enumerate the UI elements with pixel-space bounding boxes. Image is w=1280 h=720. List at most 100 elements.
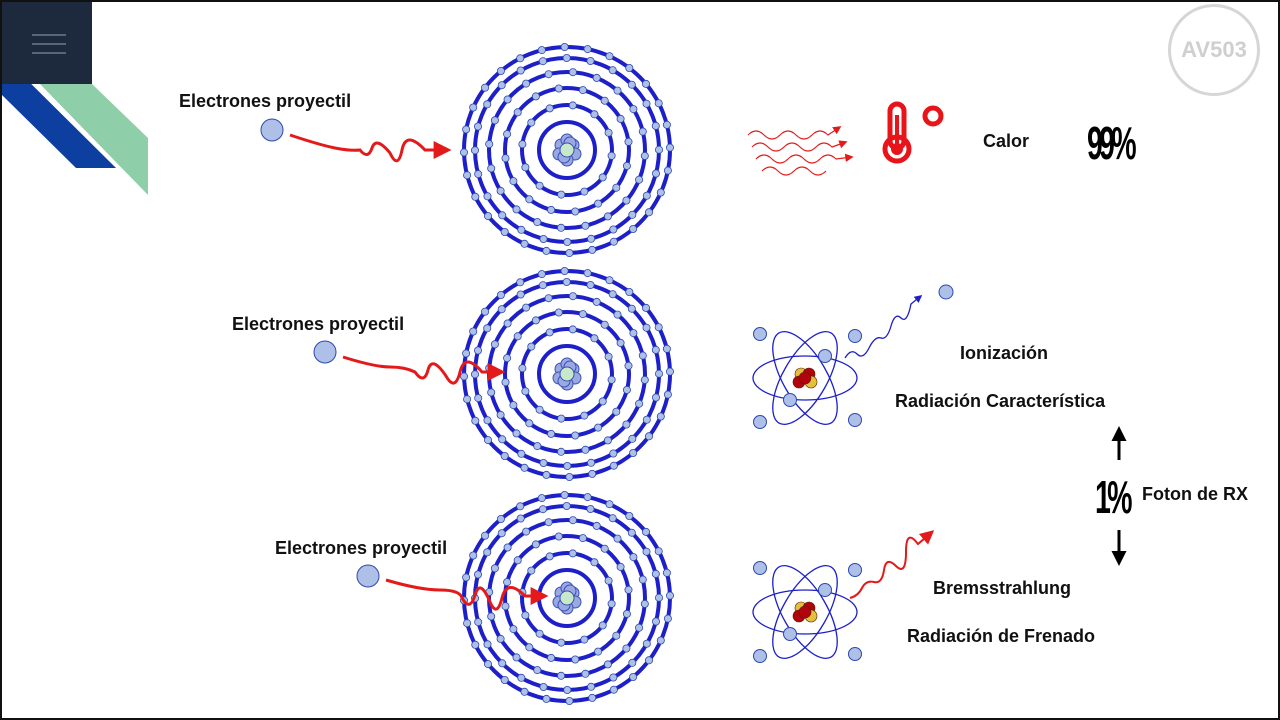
electron bbox=[516, 54, 525, 63]
electron bbox=[640, 151, 649, 160]
electron bbox=[622, 385, 631, 394]
electron bbox=[568, 549, 577, 558]
electron bbox=[483, 212, 492, 221]
electron bbox=[527, 118, 536, 127]
electron-icon bbox=[818, 583, 832, 597]
xray-photon-label: Foton de RX bbox=[1142, 484, 1248, 504]
electron bbox=[513, 332, 522, 341]
electron bbox=[496, 186, 505, 195]
electron bbox=[640, 375, 649, 384]
electron bbox=[557, 190, 566, 199]
electron bbox=[520, 463, 529, 472]
incoming-arrow-1 bbox=[289, 133, 452, 163]
electron bbox=[662, 568, 671, 577]
electron bbox=[622, 420, 631, 429]
characteristic-radiation-label: Radiación Característica bbox=[895, 391, 1106, 411]
electron bbox=[622, 196, 631, 205]
electron bbox=[580, 635, 589, 644]
electron bbox=[490, 340, 499, 349]
electron bbox=[613, 310, 622, 319]
electron bbox=[663, 166, 672, 175]
electron bbox=[652, 617, 661, 626]
electron bbox=[470, 146, 479, 155]
electron bbox=[490, 116, 499, 125]
menu-icon-bar bbox=[32, 52, 66, 54]
electron bbox=[544, 294, 553, 303]
electron bbox=[612, 407, 621, 416]
electron bbox=[498, 435, 507, 444]
teal-band bbox=[40, 84, 148, 195]
bohr-atom-2 bbox=[459, 266, 675, 481]
electron bbox=[581, 669, 590, 678]
electron bbox=[474, 394, 483, 403]
electron-shell bbox=[520, 551, 614, 645]
xray-percent: 1% bbox=[1095, 471, 1133, 523]
electron bbox=[537, 46, 546, 55]
nucleus bbox=[552, 133, 582, 167]
electron bbox=[625, 512, 634, 521]
electron bbox=[663, 390, 672, 399]
electron bbox=[609, 237, 618, 246]
electron bbox=[538, 57, 547, 66]
incoming-arrow-3 bbox=[385, 578, 549, 611]
electron bbox=[605, 52, 614, 61]
electron bbox=[642, 415, 651, 424]
electron bbox=[509, 625, 518, 634]
electron bbox=[525, 195, 534, 204]
electron bbox=[525, 419, 534, 428]
electron bbox=[571, 431, 580, 440]
electron bbox=[604, 128, 613, 137]
electron bbox=[483, 640, 492, 649]
electron bbox=[655, 593, 664, 602]
electron bbox=[635, 399, 644, 408]
electron bbox=[513, 556, 522, 565]
electron-icon bbox=[783, 393, 797, 407]
heat-waves-icon bbox=[747, 126, 854, 176]
electron bbox=[547, 205, 556, 214]
electron bbox=[503, 543, 512, 552]
electron bbox=[544, 70, 553, 79]
menu-button[interactable] bbox=[2, 2, 92, 84]
electron bbox=[583, 45, 592, 54]
electron bbox=[459, 372, 468, 381]
electron bbox=[645, 432, 654, 441]
electron bbox=[497, 529, 506, 538]
nucleus bbox=[552, 357, 582, 391]
electron bbox=[651, 345, 660, 354]
projectile-label-1: Electrones proyectil bbox=[179, 91, 352, 111]
electron bbox=[471, 640, 480, 649]
electron bbox=[496, 410, 505, 419]
electron bbox=[656, 412, 665, 421]
electron bbox=[531, 540, 540, 549]
electron bbox=[642, 191, 651, 200]
electron bbox=[562, 501, 571, 510]
electron bbox=[544, 518, 553, 527]
electron bbox=[527, 342, 536, 351]
electron bbox=[542, 470, 551, 479]
electron bbox=[645, 208, 654, 217]
electron bbox=[539, 683, 548, 692]
electron bbox=[533, 442, 542, 451]
electron bbox=[583, 493, 592, 502]
electron bbox=[666, 143, 675, 152]
projectile-label-3: Electrones proyectil bbox=[275, 538, 448, 558]
electron-icon bbox=[753, 649, 767, 663]
electron bbox=[480, 531, 489, 540]
electron bbox=[581, 445, 590, 454]
bohr-atom-3 bbox=[459, 490, 675, 706]
electron bbox=[501, 154, 510, 163]
electron bbox=[609, 685, 618, 694]
electron bbox=[539, 458, 548, 467]
electron bbox=[509, 177, 518, 186]
atom-icon bbox=[752, 561, 862, 663]
electron bbox=[580, 411, 589, 420]
electron bbox=[498, 659, 507, 668]
electron bbox=[603, 436, 612, 445]
electron bbox=[522, 527, 531, 536]
electron bbox=[463, 395, 472, 404]
electron bbox=[594, 647, 603, 656]
electron bbox=[563, 686, 572, 695]
electron bbox=[533, 666, 542, 675]
electron bbox=[474, 170, 483, 179]
